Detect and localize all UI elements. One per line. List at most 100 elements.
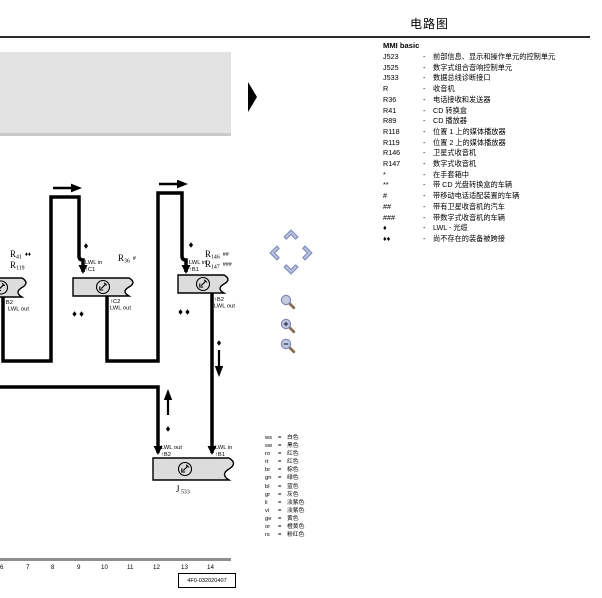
legend-separator: - (423, 94, 426, 104)
legend-desc: 位置 2 上的媒体播放器 (433, 137, 506, 147)
legend-item: R41-CD 转换盒 (383, 106, 595, 117)
magnifier-icon[interactable] (280, 294, 296, 310)
legend-item: J533-数据总线诊断接口 (383, 73, 595, 84)
color-key-item: br=棕色 (265, 466, 355, 474)
zoom-in-icon[interactable] (280, 318, 296, 334)
legend-desc: 位置 1 上的媒体播放器 (433, 126, 506, 136)
legend-item: ♦♦-尚不存在的装备被跨接 (383, 234, 595, 245)
pin-label-r36-c1: ↑C1 (85, 267, 95, 273)
zoom-out-icon[interactable] (280, 338, 296, 354)
legend-code: ### (383, 212, 395, 222)
color-key-item: bl=蓝色 (265, 483, 355, 491)
pin-label-r41-b2: ↑B2 (3, 300, 13, 306)
legend-item: R146-卫星式收音机 (383, 148, 595, 159)
legend-separator: - (423, 180, 426, 190)
legend-separator: - (423, 126, 426, 136)
lwl-marker-icon (188, 242, 194, 248)
color-code: rs (265, 532, 270, 539)
legend-separator: - (423, 223, 426, 233)
legend-desc: 数字式收音机 (433, 159, 477, 169)
color-eq: = (278, 499, 282, 506)
legend-item: R -收音机 (383, 84, 595, 95)
pin-label-j533-b1: ↑B1 (215, 452, 225, 458)
component-legend: MMI basic J523-前部信息、显示和操作单元的控制单元 J525-数字… (383, 41, 595, 245)
dir-label-r36-out: LWL out (110, 306, 131, 312)
color-key-item: ws = 白色 (265, 434, 355, 442)
legend-code: J525 (383, 62, 399, 72)
color-code: or (265, 524, 271, 531)
legend-desc: 收音机 (433, 84, 455, 94)
color-eq: = (278, 451, 282, 458)
legend-separator: - (423, 159, 426, 169)
chevron-down-icon[interactable] (283, 264, 299, 275)
lwl-marker-icon (83, 243, 89, 249)
label-r119: R119 (10, 260, 25, 272)
chevron-right-icon[interactable] (302, 245, 313, 261)
chevron-up-icon[interactable] (283, 229, 299, 240)
grid-number: 10 (101, 564, 108, 571)
grid-number: 14 (207, 564, 214, 571)
optical-connector-icons (0, 276, 211, 477)
flow-arrow-right-icon (53, 183, 82, 193)
part-number: 4F0-032020407 (187, 577, 227, 584)
legend-code: * (383, 169, 386, 179)
legend-desc: 电话接收和发送器 (433, 94, 491, 104)
header-divider (0, 36, 590, 38)
color-code: vi (265, 507, 270, 514)
color-code: sw (265, 443, 273, 450)
legend-separator: - (423, 169, 426, 179)
grid-number: 12 (153, 564, 160, 571)
legend-separator: - (423, 116, 426, 126)
color-name: 白色 (287, 435, 299, 441)
dir-label-r41-out: LWL out (8, 307, 29, 313)
dir-label-j533-in: LWL in (215, 445, 232, 451)
legend-code: R118 (383, 126, 400, 136)
legend-title: MMI basic (383, 41, 420, 50)
legend-code: ♦ (383, 223, 387, 233)
page-title: 电路图 (410, 17, 450, 31)
color-eq: = (278, 475, 282, 482)
flow-arrow-right-icon (159, 180, 188, 189)
color-eq: = (278, 491, 282, 498)
color-eq: = (278, 515, 282, 522)
legend-code: R (383, 84, 389, 94)
dir-label-r146-out: LWL out (214, 304, 235, 310)
lwl-markers (72, 242, 222, 432)
wire-color-key: ws=白色 sw=黑色 ro=红色 rt=红色 br=棕色 gn=绿色 bl=蓝… (265, 434, 355, 539)
legend-separator: - (423, 201, 426, 211)
viewer-controls (269, 229, 313, 354)
color-code: ws (265, 435, 273, 441)
color-key-item: li=淡紫色 (265, 499, 355, 507)
legend-item: R36-电话接收和发送器 (383, 95, 595, 106)
color-code: rt (265, 459, 269, 466)
label-r41: R41♦♦ (10, 249, 31, 261)
legend-item: ♦-LWL - 光缆 (383, 223, 595, 234)
wire-r41-to-r36 (1, 195, 88, 363)
legend-item: R119-位置 2 上的媒体播放器 (383, 138, 595, 149)
color-eq: = (278, 435, 282, 441)
chevron-left-icon[interactable] (269, 245, 280, 261)
legend-desc: 带 CD 光盘转换盒的车辆 (433, 180, 513, 190)
legend-item: ##-带有卫星收音机的汽车 (383, 202, 595, 213)
legend-desc: 尚不存在的装备被跨接 (433, 233, 505, 243)
legend-desc: CD 转换盒 (433, 105, 467, 115)
lwl-marker-icon (185, 309, 190, 315)
legend-item: J523-前部信息、显示和操作单元的控制单元 (383, 52, 595, 63)
legend-desc: 前部信息、显示和操作单元的控制单元 (433, 52, 556, 61)
legend-separator: - (423, 84, 426, 94)
color-name: 粉红色 (287, 532, 305, 539)
legend-desc: 数字式组合音响控制单元 (433, 62, 513, 72)
grid-number: 7 (26, 564, 30, 571)
color-name: 棕色 (287, 467, 299, 474)
color-name: 黄色 (287, 515, 299, 522)
optical-connector-icon (95, 279, 111, 295)
lwl-marker-icon (216, 340, 222, 346)
color-eq: = (278, 507, 282, 514)
legend-code: ** (383, 180, 389, 190)
dir-label-r146-in: LWL in (189, 260, 206, 266)
next-section-arrow-icon[interactable] (248, 82, 257, 112)
legend-code: # (383, 191, 387, 201)
color-key-item: ge=黄色 (265, 515, 355, 523)
color-code: gn (265, 475, 272, 482)
grid-number: 8 (51, 564, 55, 571)
